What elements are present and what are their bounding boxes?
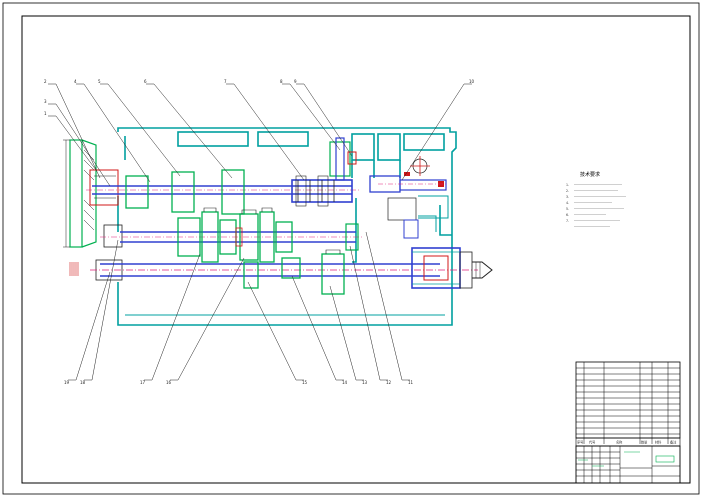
top-leader-labels: 2 3 4 5 6 7 8 9 10 [44, 79, 475, 104]
hatch-left [69, 262, 79, 276]
note-line: 1. [566, 183, 569, 187]
technical-notes: 技术要求 1. 2. 3. 4. 5. 6. 7. [566, 171, 626, 227]
spindle-shaft [69, 247, 493, 295]
note-line: 4. [566, 201, 569, 205]
leader-label: 12 [386, 380, 392, 385]
note-line: 7. [566, 219, 569, 223]
title-block-green-marks [578, 451, 675, 467]
header-col: 序号 [577, 440, 583, 445]
lever-mechanism [369, 156, 447, 239]
sheet-inner-border [21, 15, 691, 484]
parts-list-header: 序号 代号 名称 数量 材料 备注 [575, 437, 681, 447]
header-col: 材料 [655, 440, 662, 445]
bottom-leader-labels: 19 18 17 16 15 14 13 12 11 [64, 380, 414, 385]
left-leader-labels: 1 [44, 111, 47, 116]
note-line: 5. [566, 207, 569, 211]
input-shaft [86, 169, 360, 215]
leader-label: 4 [74, 79, 77, 84]
note-line: 3. [566, 195, 569, 199]
title-block [575, 445, 681, 484]
leader-label: 13 [362, 380, 368, 385]
leader-label: 14 [342, 380, 348, 385]
leader-label: 16 [166, 380, 172, 385]
note-line: 2. [566, 189, 569, 193]
gearbox-housing [117, 127, 457, 326]
leader-label: 5 [98, 79, 101, 84]
leader-label: 15 [302, 380, 308, 385]
leader-label: 18 [80, 380, 86, 385]
leader-label: 7 [224, 79, 227, 84]
leader-label: 19 [64, 380, 70, 385]
leader-label: 1 [44, 111, 47, 116]
leader-lines [48, 83, 472, 381]
leader-label: 8 [280, 79, 283, 84]
leader-label: 17 [140, 380, 146, 385]
leader-label: 3 [44, 99, 47, 104]
leader-label: 11 [408, 380, 414, 385]
leader-label: 10 [469, 79, 475, 84]
header-col: 名称 [616, 440, 623, 445]
pulley-dimension [63, 139, 70, 248]
header-col: 数量 [641, 440, 648, 445]
header-col: 代号 [589, 440, 595, 445]
header-col: 备注 [670, 440, 677, 445]
leader-label: 6 [144, 79, 147, 84]
leader-label: 2 [44, 79, 47, 84]
counter-shaft [100, 207, 362, 263]
note-line: 6. [566, 213, 569, 217]
parts-list [575, 361, 681, 444]
leader-label: 9 [294, 79, 297, 84]
notes-title: 技术要求 [580, 171, 600, 178]
